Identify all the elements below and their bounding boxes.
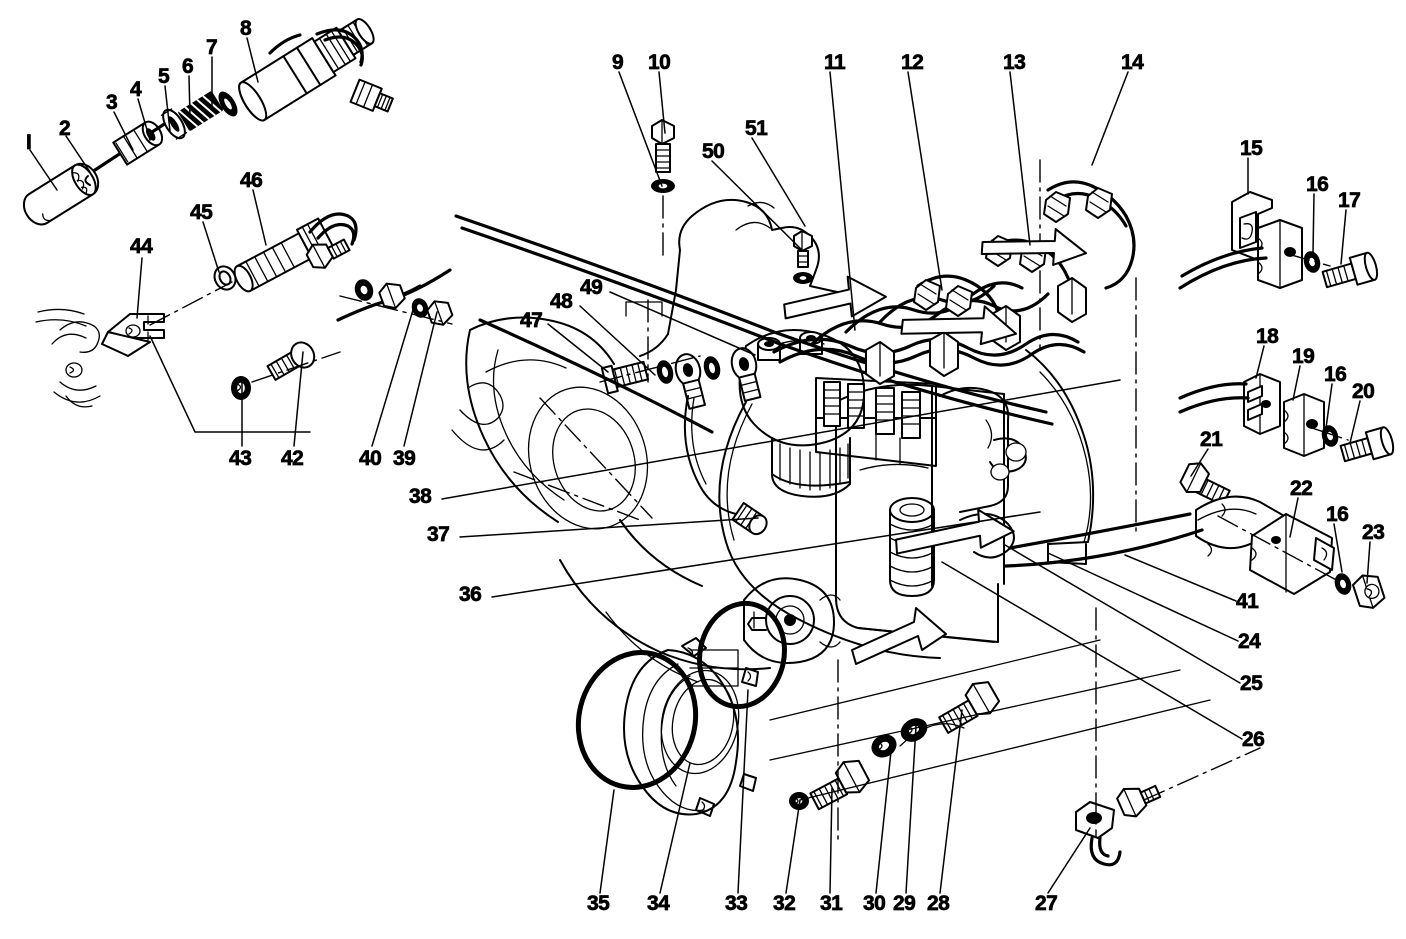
callout-8: 8: [240, 17, 252, 40]
clamp-18: [1243, 373, 1281, 435]
callout-4: 4: [130, 78, 142, 101]
engine-surface-hint: [35, 308, 101, 408]
callout-38: 38: [409, 485, 433, 508]
callout-44: 44: [130, 235, 154, 258]
fasteners-28-30: [871, 681, 1001, 758]
engine-block-assembly: [451, 119, 1261, 867]
callout-17: 17: [1338, 189, 1362, 212]
callout-13: 13: [1003, 51, 1027, 74]
callout-49: 49: [580, 276, 604, 299]
callout-42: 42: [281, 447, 305, 470]
callout-45: 45: [190, 201, 214, 224]
callout-16-a: 16: [1306, 173, 1330, 196]
callout-3: 3: [106, 91, 118, 114]
callout-19: 19: [1292, 345, 1316, 368]
clamp-plate-19: [1283, 393, 1325, 457]
callout-22: 22: [1290, 477, 1314, 500]
callout-5: 5: [158, 65, 170, 88]
callout-47: 47: [520, 309, 544, 332]
callout-40: 40: [359, 447, 383, 470]
callout-2: 2: [59, 117, 71, 140]
injector-holder-assembly: [35, 212, 454, 433]
callout-6: 6: [182, 55, 194, 78]
callout-29: 29: [893, 892, 917, 915]
bracket-block-22: [1249, 513, 1335, 595]
callout-11: 11: [824, 51, 846, 74]
callout-24: 24: [1238, 630, 1262, 653]
callout-leaders: [29, 37, 1371, 894]
clamp-hardware-right: [1178, 191, 1395, 463]
callout-1: I: [26, 131, 33, 154]
cover-plate-group: [575, 600, 787, 817]
callout-30: 30: [863, 892, 887, 915]
callout-16-c: 16: [1326, 503, 1350, 526]
callout-9: 9: [612, 51, 624, 74]
callout-32: 32: [773, 892, 797, 915]
callout-10: 10: [648, 51, 672, 74]
callout-33: 33: [725, 892, 749, 915]
drive-hub: [743, 577, 841, 664]
callout-41: 41: [1236, 590, 1260, 613]
callout-14: 14: [1121, 51, 1145, 74]
callout-46: 46: [240, 169, 264, 192]
callout-15: 15: [1240, 137, 1264, 160]
callout-12: 12: [901, 51, 925, 74]
support-bracket-assembly: [1004, 462, 1386, 609]
banjo-bolt-group: [599, 299, 762, 410]
callout-28: 28: [927, 892, 951, 915]
callout-31: 31: [820, 892, 844, 915]
callout-7: 7: [206, 36, 218, 59]
injection-pump: [815, 377, 937, 467]
callout-16-b: 16: [1324, 363, 1348, 386]
callout-51: 51: [745, 117, 769, 140]
callout-50: 50: [702, 140, 726, 163]
injection-lines: [772, 180, 1136, 385]
clip-27: [1075, 747, 1261, 867]
bolt-9-10: [651, 119, 675, 261]
callout-36: 36: [459, 583, 483, 606]
clamp-plate-15b: [1257, 219, 1303, 289]
callout-18: 18: [1256, 325, 1280, 348]
fasteners-31-32: [789, 759, 871, 811]
callout-23: 23: [1362, 521, 1386, 544]
callout-25: 25: [1240, 672, 1264, 695]
construction-lines: [689, 607, 1211, 841]
callout-34: 34: [647, 892, 671, 915]
callout-48: 48: [550, 290, 574, 313]
callout-39: 39: [393, 447, 417, 470]
callout-37: 37: [427, 523, 451, 546]
callout-21: 21: [1200, 428, 1224, 451]
callout-20: 20: [1352, 380, 1376, 403]
callout-43: 43: [229, 447, 253, 470]
callout-27: 27: [1035, 892, 1059, 915]
callout-35: 35: [587, 892, 611, 915]
bolt-50-51: [793, 230, 813, 284]
callout-26: 26: [1242, 728, 1266, 751]
